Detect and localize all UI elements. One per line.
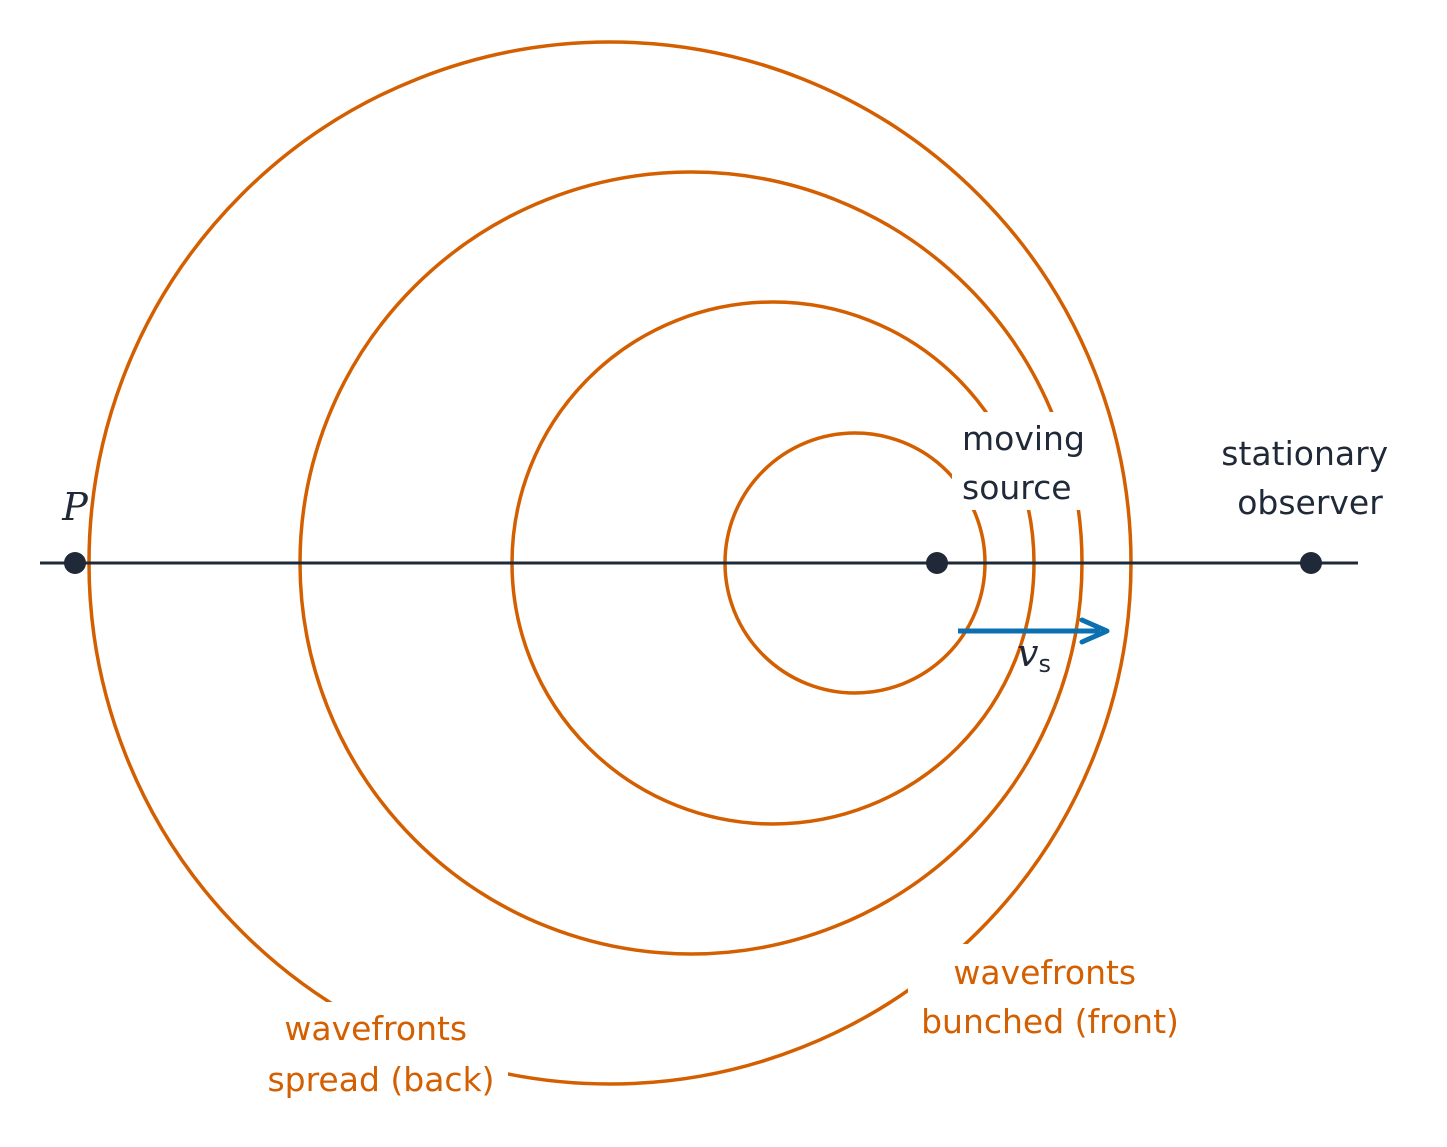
point-p bbox=[64, 552, 86, 574]
stationary-observer-line1: stationary bbox=[1221, 434, 1388, 473]
moving-source-dot bbox=[926, 552, 948, 574]
points bbox=[64, 552, 1322, 574]
stationary-observer-dot bbox=[1300, 552, 1322, 574]
velocity-arrow bbox=[958, 617, 1110, 645]
wavefronts-spread-line1: wavefronts bbox=[284, 1009, 467, 1048]
velocity-arrow-head bbox=[1079, 617, 1110, 645]
wavefronts-bunched-label: wavefronts bunched (front) bbox=[921, 953, 1179, 1041]
moving-source-label-bg bbox=[952, 412, 1092, 510]
bunched-label-bg bbox=[908, 944, 1192, 1056]
moving-source-line2: source bbox=[962, 468, 1072, 507]
point-p-label: P bbox=[61, 485, 89, 529]
wavefronts-bunched-line2: bunched (front) bbox=[921, 1002, 1179, 1041]
velocity-subscript: s bbox=[1038, 650, 1051, 678]
label-backgrounds bbox=[258, 412, 1192, 1112]
stationary-observer-line2: observer bbox=[1237, 483, 1383, 522]
velocity-label: vs bbox=[1017, 631, 1051, 678]
wavefronts-spread-line2: spread (back) bbox=[267, 1060, 494, 1099]
moving-source-line1: moving bbox=[962, 419, 1085, 458]
stationary-observer-label: stationary observer bbox=[1221, 434, 1398, 522]
spread-label-bg bbox=[258, 1002, 508, 1112]
moving-source-label: moving source bbox=[962, 419, 1095, 507]
wavefronts-spread-label: wavefronts spread (back) bbox=[267, 1009, 494, 1099]
wavefronts-bunched-line1: wavefronts bbox=[953, 953, 1136, 992]
velocity-symbol: v bbox=[1017, 631, 1039, 675]
